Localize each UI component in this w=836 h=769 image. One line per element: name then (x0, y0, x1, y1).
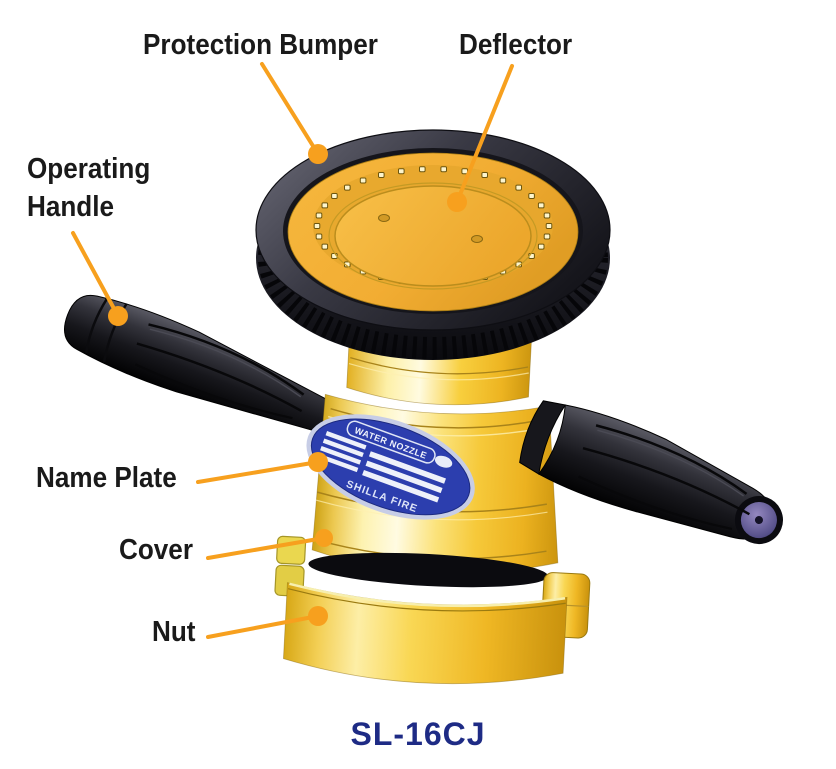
nut-part (283, 582, 568, 685)
cover-leader (206, 536, 326, 560)
deflector-hole (440, 166, 447, 173)
deflector-part (287, 152, 579, 312)
deflector-leader (455, 64, 514, 204)
model-number: SL-16CJ (350, 716, 486, 752)
deflector-hole (481, 172, 488, 178)
nut-leader (206, 614, 320, 639)
deflector-hole-right (471, 235, 483, 243)
label-protection-bumper: Protection Bumper (143, 29, 378, 61)
deflector-hole (545, 223, 553, 229)
operating-handle-leader (71, 231, 120, 318)
nut-dot (308, 606, 328, 626)
name-plate-leader (196, 460, 320, 484)
deflector-hole (378, 172, 385, 178)
protection-bumper-dot (308, 144, 328, 164)
protection-bumper-leader (260, 62, 320, 156)
deflector-hole (419, 166, 426, 173)
deflector-dot (447, 192, 467, 212)
name-plate-dot (308, 452, 328, 472)
deflector-hole (499, 177, 507, 184)
deflector-hole (543, 233, 551, 240)
operating-handle-dot (108, 306, 128, 326)
deflector-hole (331, 193, 338, 199)
leader-lines (71, 62, 514, 639)
deflector-hole (537, 243, 545, 250)
name-plate-part: WATER NOZZLE SHILLA FIRE (306, 414, 475, 520)
deflector-hole (321, 202, 329, 209)
deflector-hole-left (378, 214, 390, 222)
deflector-hole (315, 233, 323, 240)
label-operating-handle: Operating Handle (27, 153, 151, 223)
deflector-hole (313, 223, 321, 229)
cover-dot (315, 529, 333, 547)
deflector-hole (398, 168, 405, 175)
deflector-hole (537, 202, 545, 209)
label-name-plate: Name Plate (36, 462, 177, 494)
deflector-hole (543, 212, 551, 219)
label-deflector: Deflector (459, 29, 573, 61)
deflector-hole (528, 193, 535, 199)
deflector-hole (359, 177, 367, 184)
deflector-hole (515, 184, 523, 191)
cover-nut-gap (308, 552, 549, 588)
label-cover: Cover (119, 534, 193, 566)
label-nut: Nut (152, 616, 196, 648)
operating-handle-right (519, 400, 783, 545)
nameplate-grid (317, 431, 446, 503)
deflector-hole (344, 184, 351, 191)
deflector-hole (315, 212, 323, 219)
deflector-hole (321, 243, 329, 250)
